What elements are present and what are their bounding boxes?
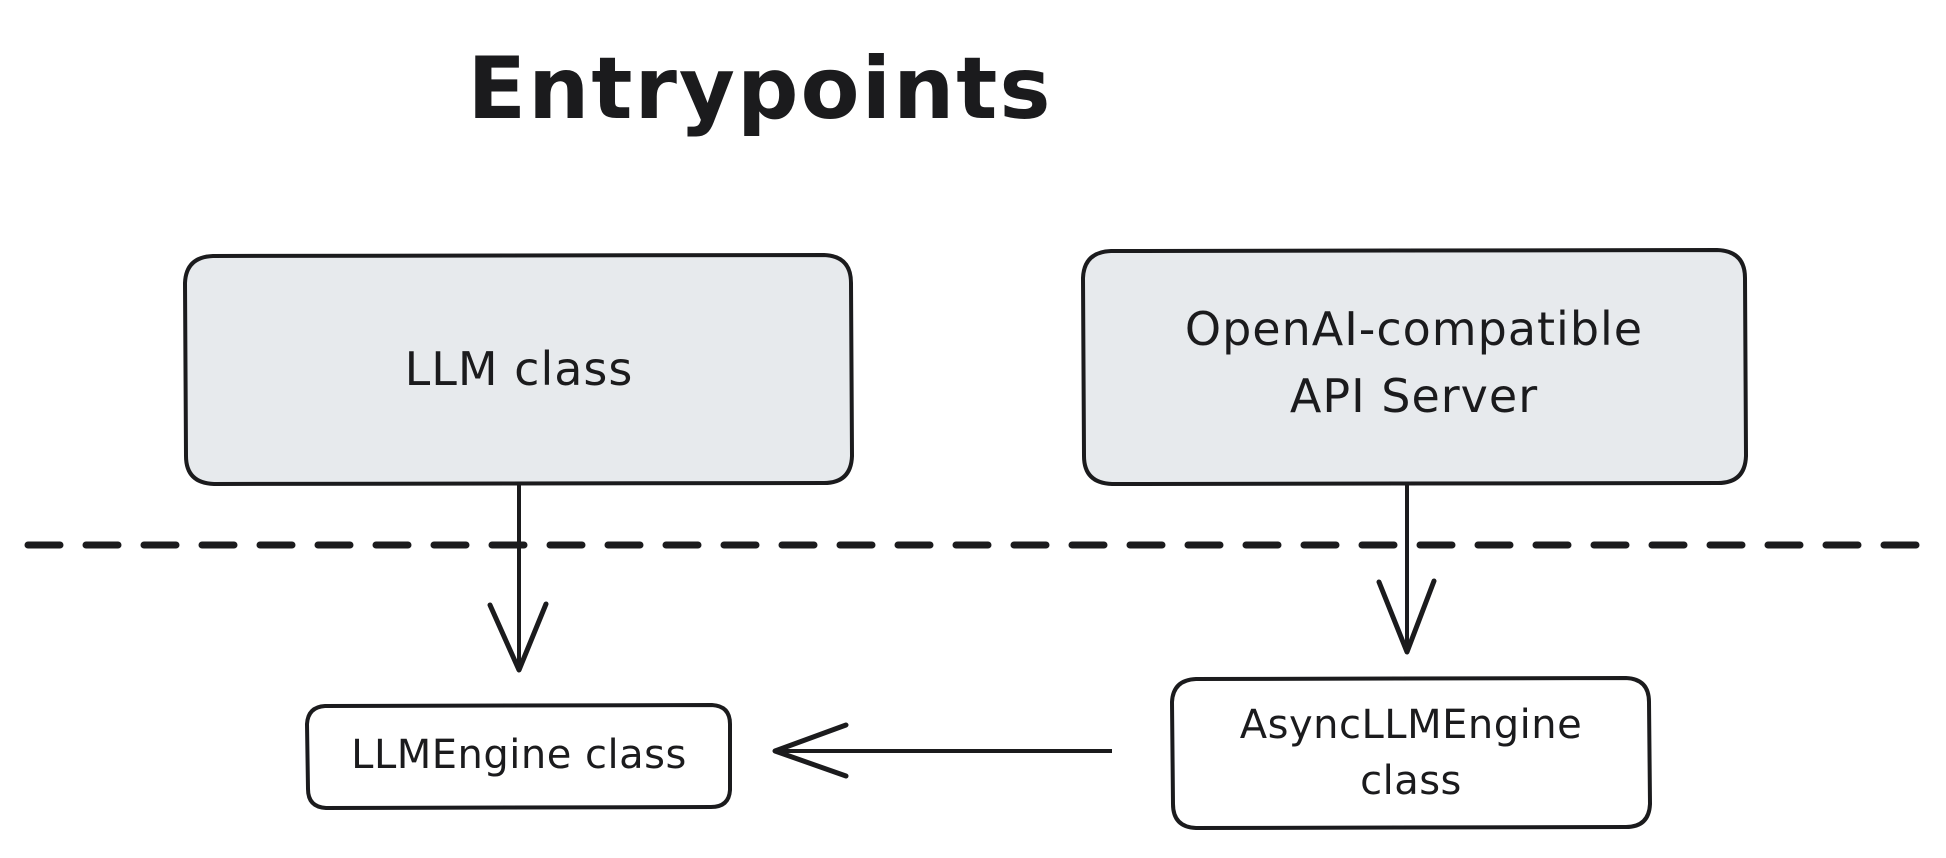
edge-llm-to-llmengine (487, 484, 549, 673)
node-openai-api-server[interactable]: OpenAI-compatible API Server (1080, 247, 1749, 487)
edge-asyncllmengine-to-llmengine-arrowhead (772, 722, 849, 779)
node-openai-api-server-shape (1080, 247, 1749, 487)
node-asyncllmengine-class[interactable]: AsyncLLMEngine class (1169, 675, 1653, 831)
node-llmengine-class[interactable]: LLMEngine class (304, 702, 732, 811)
edge-llm-to-llmengine-arrowhead (487, 601, 549, 673)
node-asyncllmengine-class-shape (1169, 675, 1653, 831)
edge-asyncllmengine-to-llmengine (772, 722, 1112, 779)
edge-apiserver-to-asyncllmengine-arrowhead (1376, 578, 1437, 655)
node-asyncllmengine-class-label-line-1: AsyncLLMEngine (1240, 702, 1582, 748)
edge-apiserver-to-asyncllmengine (1376, 484, 1437, 655)
page-title: Entrypoints (467, 39, 1052, 139)
node-llmengine-class-shape (304, 702, 732, 811)
node-openai-api-server-label-line-1: OpenAI-compatible (1185, 302, 1643, 356)
node-openai-api-server-label-line-2: API Server (1290, 369, 1538, 423)
node-llm-class-label: LLM class (405, 342, 634, 396)
node-llmengine-class-label: LLMEngine class (351, 732, 687, 778)
node-llm-class[interactable]: LLM class (182, 252, 855, 487)
node-llm-class-shape (182, 252, 855, 487)
node-asyncllmengine-class-label-line-2: class (1360, 758, 1462, 804)
